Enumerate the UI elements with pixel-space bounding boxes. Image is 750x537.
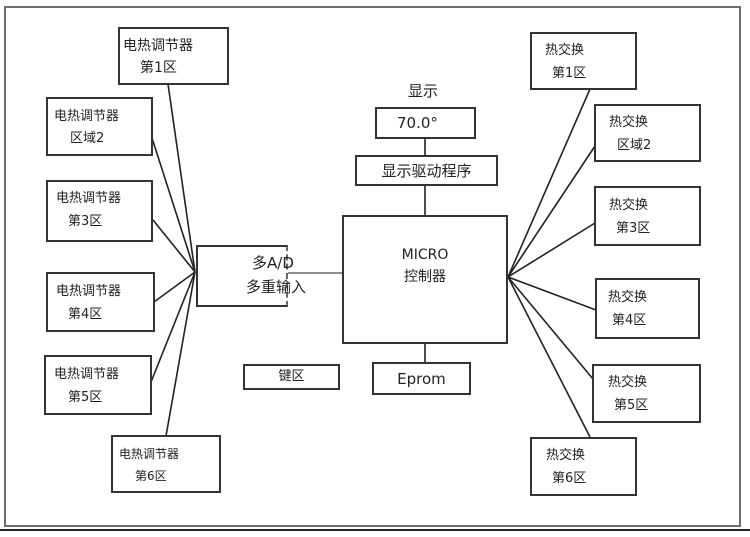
heater-zone-5-box: 电热调节器 第5区 — [44, 355, 152, 415]
heater-zone-2-title: 电热调节器 — [54, 109, 120, 124]
eprom-label: Eprom — [397, 369, 446, 388]
eprom-box: Eprom — [372, 362, 471, 395]
ad-multiplex-box: 多A/D 多重输入 — [196, 245, 306, 307]
display-driver-label: 显示驱动程序 — [381, 161, 472, 180]
display-driver-box: 显示驱动程序 — [355, 155, 498, 186]
micro-subtitle: 控制器 — [404, 268, 446, 285]
exchanger-zone-3-box: 热交换 第3区 — [594, 186, 701, 246]
micro-controller-box: MICRO 控制器 — [342, 215, 508, 344]
exchanger-zone-2-box: 热交换 区域2 — [594, 104, 701, 162]
exchanger-zone-5-title: 热交换 — [608, 375, 648, 390]
heater-zone-4-title: 电热调节器 — [56, 284, 122, 299]
exchanger-zone-4-zone: 第4区 — [612, 313, 647, 328]
heater-zone-5-zone: 第5区 — [68, 390, 103, 405]
display-readout-box: 70.0° — [375, 107, 476, 139]
exchanger-zone-5-zone: 第5区 — [614, 398, 649, 413]
keypad-box: 键区 — [243, 364, 340, 390]
exchanger-zone-3-zone: 第3区 — [616, 221, 651, 236]
heater-zone-6-title: 电热调节器 — [119, 447, 180, 461]
exchanger-zone-2-title: 热交换 — [609, 115, 649, 130]
micro-controller-text: MICRO 控制器 — [344, 203, 506, 328]
ad-subtitle: 多重输入 — [246, 278, 307, 296]
exchanger-zone-4-title: 热交换 — [608, 290, 648, 305]
heater-zone-3-box: 电热调节器 第3区 — [46, 180, 153, 242]
heater-zone-1-title: 电热调节器 — [123, 38, 193, 54]
exchanger-zone-6-zone: 第6区 — [552, 471, 587, 486]
keypad-label: 键区 — [278, 369, 305, 384]
heater-zone-3-title: 电热调节器 — [56, 191, 122, 206]
exchanger-zone-5-box: 热交换 第5区 — [592, 364, 701, 423]
exchanger-zone-1-title: 热交换 — [545, 43, 585, 58]
heater-zone-6-zone: 第6区 — [135, 469, 167, 483]
heater-zone-6-box: 电热调节器 第6区 — [111, 435, 221, 493]
heater-zone-2-zone: 区域2 — [70, 131, 105, 146]
heater-zone-3-zone: 第3区 — [68, 214, 103, 229]
heater-zone-2-box: 电热调节器 区域2 — [46, 97, 153, 156]
heater-zone-4-box: 电热调节器 第4区 — [46, 272, 155, 332]
display-caption: 显示 — [408, 82, 439, 100]
exchanger-zone-2-zone: 区域2 — [617, 138, 652, 153]
exchanger-zone-6-box: 热交换 第6区 — [530, 437, 637, 496]
display-readout-value: 70.0° — [397, 114, 438, 132]
heater-zone-4-zone: 第4区 — [68, 307, 103, 322]
bottom-edge — [0, 529, 750, 537]
heater-zone-1-zone: 第1区 — [140, 60, 177, 76]
ad-title: 多A/D — [252, 254, 294, 272]
heater-zone-1-box: 电热调节器 第1区 — [118, 27, 229, 85]
exchanger-zone-4-box: 热交换 第4区 — [595, 278, 700, 339]
exchanger-zone-3-title: 热交换 — [609, 198, 649, 213]
exchanger-zone-6-title: 热交换 — [546, 448, 586, 463]
exchanger-zone-1-box: 热交换 第1区 — [530, 32, 637, 90]
exchanger-zone-1-zone: 第1区 — [552, 66, 587, 81]
heater-zone-5-title: 电热调节器 — [54, 367, 120, 382]
micro-title: MICRO — [401, 246, 449, 263]
